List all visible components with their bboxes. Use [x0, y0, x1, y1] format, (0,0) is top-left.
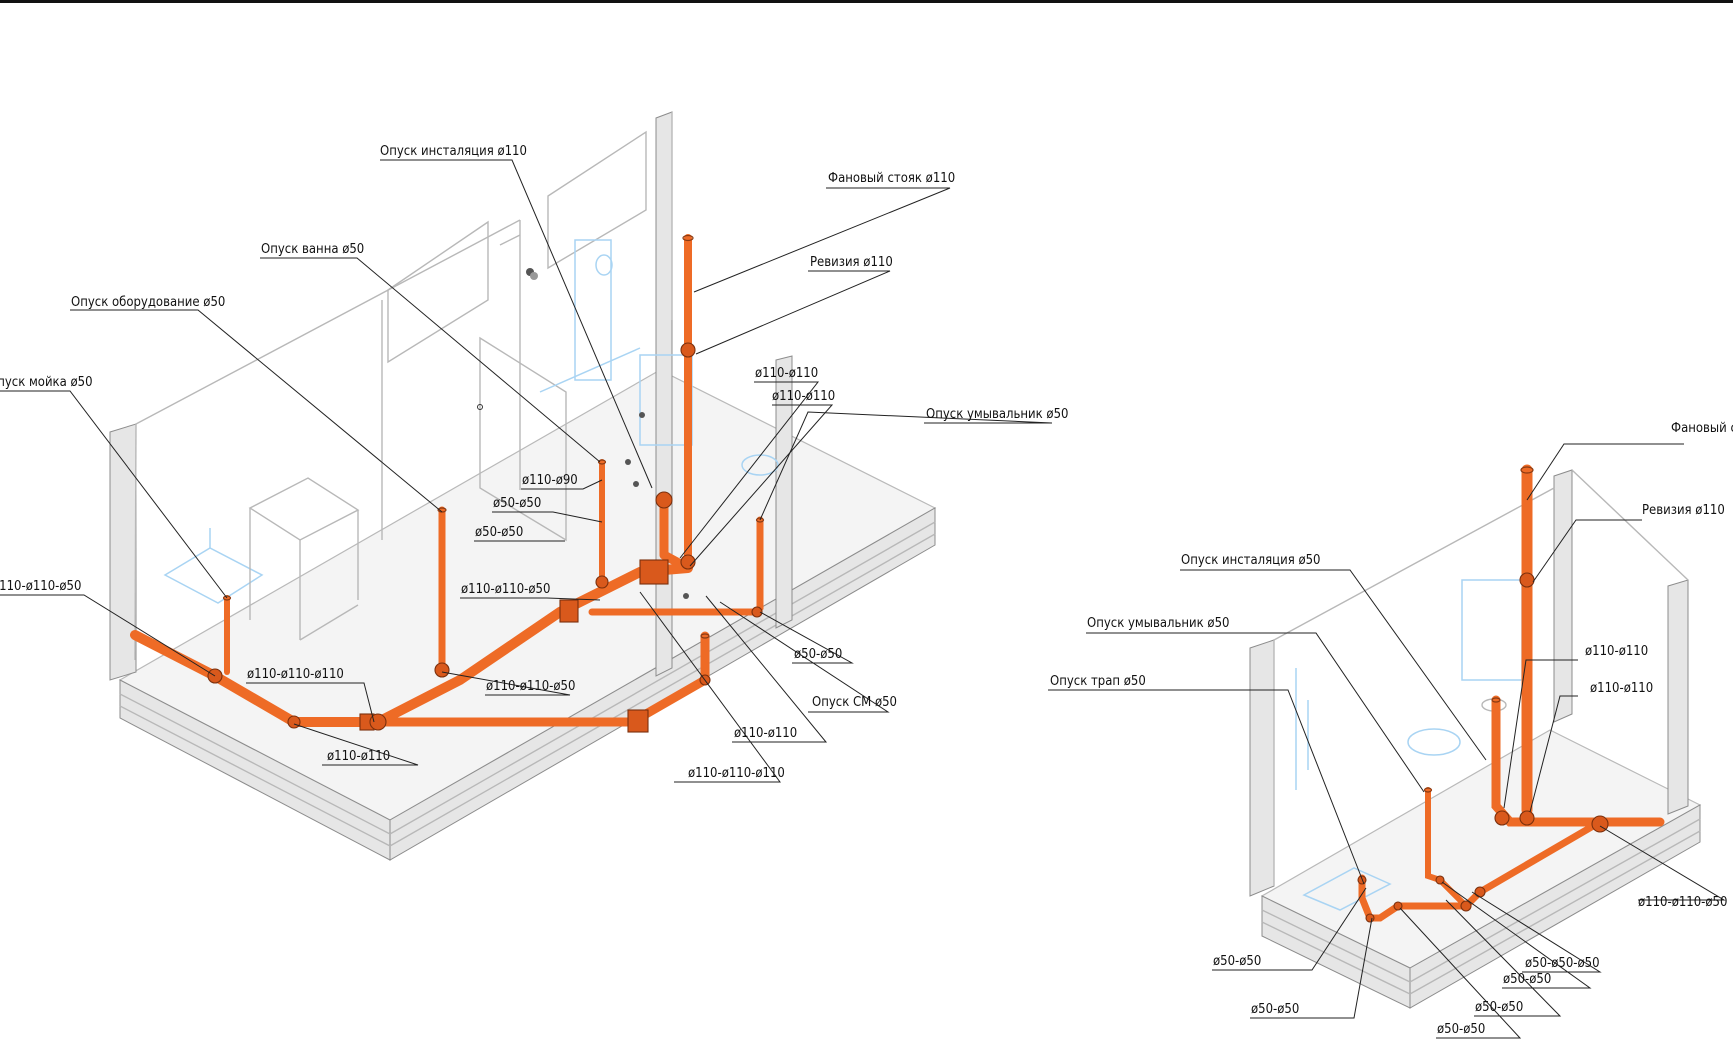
label-revision-a: Ревизия ø110	[810, 255, 893, 270]
label-elbow-110-110-b-a: ø110-ø110	[772, 389, 835, 404]
label-fan-riser-a: Фановый стояк ø110	[828, 171, 955, 186]
label-coupling-50-50-b-a: ø50-ø50	[475, 525, 523, 540]
label-coupling-50-50-c-a: ø50-ø50	[794, 647, 842, 662]
label-coupling-50-50-b-b: ø50-ø50	[1503, 972, 1551, 987]
label-tee-110-110-50-left-a: ø110-ø110-ø50	[0, 579, 81, 594]
label-opusk-equipment-a: Опуск оборудование ø50	[71, 295, 225, 310]
diagram-a	[0, 111, 1053, 861]
label-opusk-washing-machine-a: Опуск СМ ø50	[812, 695, 897, 710]
label-opusk-sink-a: Опуск мойка ø50	[0, 375, 93, 390]
label-elbow-110-110-d-a: ø110-ø110	[327, 749, 390, 764]
label-elbow-110-90-a: ø110-ø90	[522, 473, 578, 488]
label-fan-riser-b: Фановый ст	[1671, 421, 1733, 436]
leaders-b	[1048, 443, 1726, 1039]
label-opusk-drain-b: Опуск трап ø50	[1050, 674, 1146, 689]
label-coupling-50-50-e-b: ø50-ø50	[1437, 1022, 1485, 1037]
label-tee-110-110-50-b: ø110-ø110-ø50	[1638, 895, 1727, 910]
label-opusk-installation-a: Опуск инсталяция ø110	[380, 144, 527, 159]
label-coupling-50-50-d-b: ø50-ø50	[1251, 1002, 1299, 1017]
label-opusk-installation-b: Опуск инсталяция ø50	[1181, 553, 1320, 568]
label-tee-110-110-110-b-a: ø110-ø110-ø110	[688, 766, 785, 781]
label-coupling-50-50-a-a: ø50-ø50	[493, 496, 541, 511]
floor-slab-a	[118, 369, 937, 861]
label-tee-110-110-50-mid-a: ø110-ø110-ø50	[461, 582, 550, 597]
label-coupling-50-50-a-b: ø50-ø50	[1213, 954, 1261, 969]
label-tee-110-110-50-low-a: ø110-ø110-ø50	[486, 679, 575, 694]
label-opusk-washbasin-b: Опуск умывальник ø50	[1087, 616, 1229, 631]
label-coupling-50-50-c-b: ø50-ø50	[1475, 1000, 1523, 1015]
floor-slab-b	[1260, 729, 1702, 1009]
label-tee-110-110-110-a-a: ø110-ø110-ø110	[247, 667, 344, 682]
label-opusk-bath-a: Опуск ванна ø50	[261, 242, 364, 257]
label-revision-b: Ревизия ø110	[1642, 503, 1725, 518]
walls-b	[1249, 469, 1689, 897]
leaders-a	[0, 159, 1053, 783]
label-elbow-110-110-a-a: ø110-ø110	[755, 366, 818, 381]
diagram-b	[1048, 443, 1726, 1039]
pipes-b	[1357, 464, 1665, 923]
label-elbow-110-110-c-a: ø110-ø110	[734, 726, 797, 741]
pipes-a	[130, 234, 765, 733]
label-opusk-washbasin-a: Опуск умывальник ø50	[926, 407, 1068, 422]
label-tee-50-50-50-b: ø50-ø50-ø50	[1525, 956, 1600, 971]
label-elbow-110-110-a-b: ø110-ø110	[1585, 644, 1648, 659]
label-elbow-110-110-b-b: ø110-ø110	[1590, 681, 1653, 696]
fixtures-a	[163, 239, 779, 641]
